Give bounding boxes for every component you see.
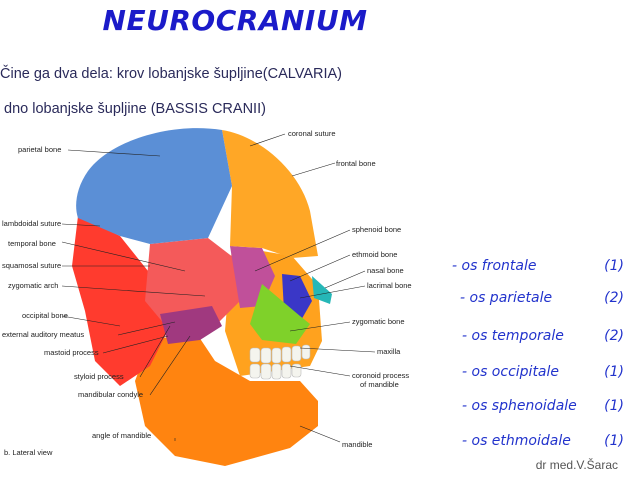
bone-name: - os ethmoidale [462, 433, 571, 449]
label-lacrimal: lacrimal bone [367, 281, 412, 290]
label-coronoid: coronoid process [352, 371, 409, 380]
label-coronoid-2: of mandible [360, 380, 399, 389]
nasal-shape [312, 276, 332, 304]
bone-count: (1) [604, 398, 624, 414]
intro-line-bassis: dno lobanjske šupljine (BASSIS CRANII) [4, 101, 266, 117]
label-nasal: nasal bone [367, 266, 404, 275]
label-lambdoidal: lambdoidal suture [2, 219, 61, 228]
label-sphenoid: sphenoid bone [352, 225, 401, 234]
label-zygomatic-arch: zygomatic arch [8, 281, 58, 290]
bone-name: - os sphenoidale [462, 398, 577, 414]
bone-count: (2) [604, 290, 624, 306]
skull-illustration: parietal bone coronal suture frontal bon… [0, 126, 445, 479]
label-mandible: mandible [342, 440, 372, 449]
bone-name: - os temporale [462, 328, 564, 344]
label-squamosal: squamosal suture [2, 261, 61, 270]
parietal-shape [76, 128, 232, 244]
author-credit: dr med.V.Šarac [535, 458, 618, 472]
frontal-shape [222, 130, 318, 258]
ear-region [160, 306, 222, 344]
bone-count: (1) [604, 258, 624, 274]
temporal-shape [145, 238, 240, 331]
label-angle: angle of mandible [92, 431, 151, 440]
label-auditory: external auditory meatus [2, 330, 84, 339]
teeth [249, 344, 311, 380]
bone-count: (1) [604, 364, 624, 380]
label-maxilla: maxilla [377, 347, 401, 356]
label-ethmoid: ethmoid bone [352, 250, 397, 259]
leader-lines [61, 133, 376, 443]
skull-diagram: parietal bone coronal suture frontal bon… [2, 128, 412, 466]
bone-row: - os ethmoidale (1) [452, 433, 638, 459]
label-occipital: occipital bone [22, 311, 68, 320]
intro-line-calvaria: Čine ga dva dela: krov lobanjske šupljin… [0, 66, 342, 82]
bone-count: (1) [604, 433, 624, 449]
label-condyle: mandibular condyle [78, 390, 143, 399]
bone-name: - os parietale [460, 290, 553, 306]
label-temporal: temporal bone [8, 239, 56, 248]
label-frontal: frontal bone [336, 159, 376, 168]
occipital-shape [72, 216, 170, 386]
bone-count: (2) [604, 328, 624, 344]
bone-row: - os frontale (1) [452, 258, 638, 284]
zygomatic-shape [250, 284, 310, 344]
page-title: NEUROCRANIUM [102, 4, 368, 37]
bone-row: - os temporale (2) [452, 328, 638, 354]
bone-row: - os occipitale (1) [452, 364, 638, 390]
label-parietal: parietal bone [18, 145, 61, 154]
bone-name: - os frontale [452, 258, 537, 274]
label-zygomatic-bone: zygomatic bone [352, 317, 405, 326]
label-styloid: styloid process [74, 372, 124, 381]
label-view: b. Lateral view [4, 448, 53, 457]
bone-row: - os parietale (2) [452, 290, 638, 316]
mandible-shape [135, 331, 318, 466]
bone-name: - os occipitale [462, 364, 560, 380]
label-mastoid: mastoid process [44, 348, 99, 357]
bone-row: - os sphenoidale (1) [452, 398, 638, 424]
label-coronal: coronal suture [288, 129, 336, 138]
